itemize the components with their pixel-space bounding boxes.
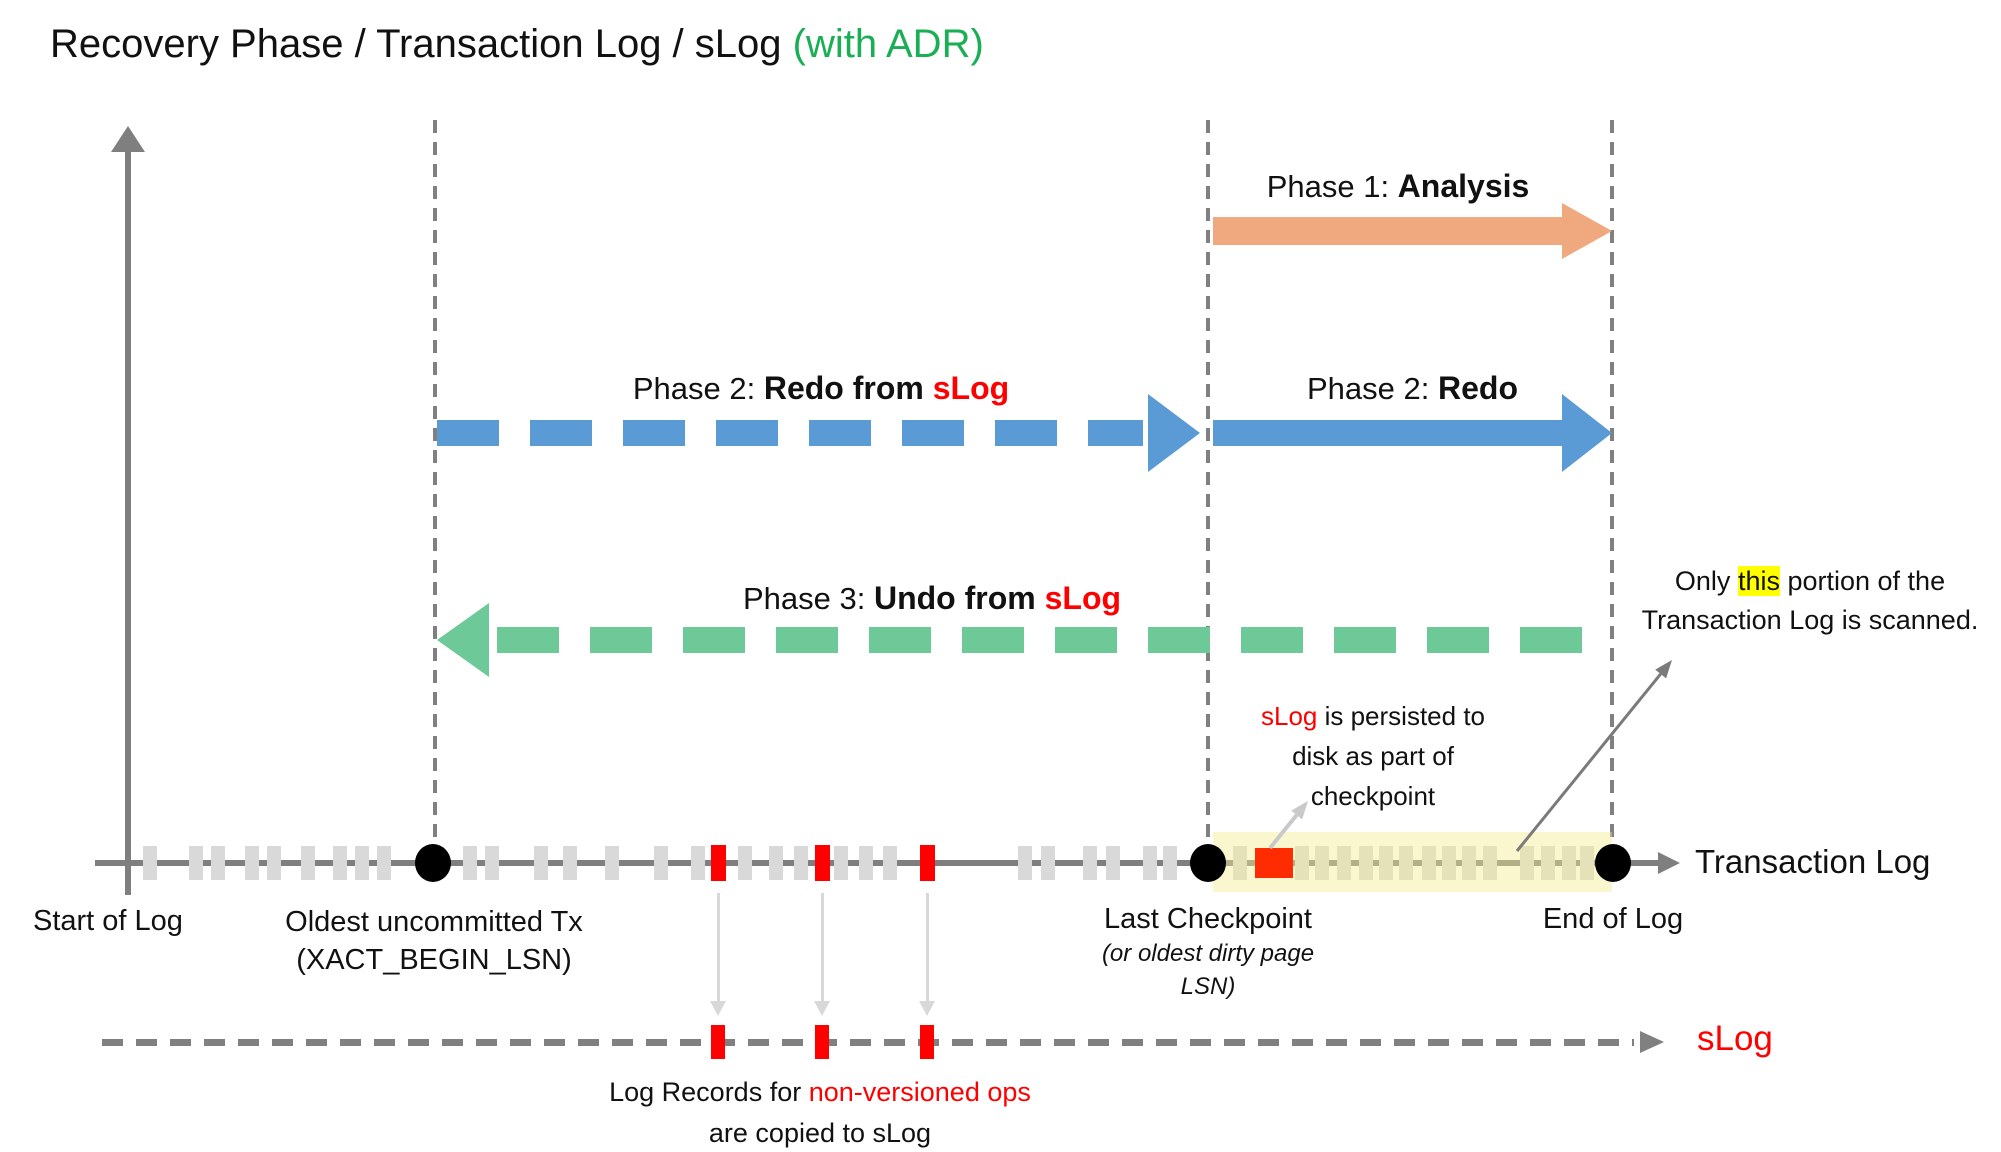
- phase1-label: Phase 1: Analysis: [1266, 168, 1530, 204]
- log-tick: [189, 846, 203, 880]
- start-of-log-label: Start of Log: [33, 905, 183, 937]
- phase3-undo-arrow: [497, 627, 1610, 653]
- log-tick: [769, 846, 783, 880]
- log-tick: [377, 846, 391, 880]
- log-tick: [267, 846, 281, 880]
- log-tick-scanned: [1337, 846, 1351, 880]
- phase2-redo-arrow: [1213, 420, 1562, 446]
- phase2-redo-from-slog-arrowhead-icon: [1148, 394, 1200, 472]
- log-tick-scanned: [1399, 846, 1413, 880]
- log-tick: [794, 846, 808, 880]
- log-tick: [1041, 846, 1055, 880]
- slog-label: sLog: [1697, 1019, 1773, 1058]
- slog-checkpoint-square: [1255, 848, 1293, 878]
- log-tick-scanned: [1422, 846, 1436, 880]
- log-tick-scanned: [1462, 846, 1476, 880]
- transaction-log-arrowhead-icon: [1658, 852, 1680, 874]
- phase3-undo-arrowhead-icon: [437, 603, 489, 677]
- end-of-log-label: End of Log: [1542, 903, 1684, 935]
- log-tick: [1163, 846, 1177, 880]
- slog-axis: [102, 1039, 1634, 1046]
- y-axis: [125, 150, 131, 895]
- non-versioned-op-tick: [814, 845, 830, 881]
- phase2-redo-label: Phase 2: Redo: [1307, 370, 1518, 406]
- log-tick: [738, 846, 752, 880]
- log-tick: [211, 846, 225, 880]
- phase2-redo-from-slog-label: Phase 2: Redo from sLog: [632, 370, 1010, 406]
- title-adr-accent: (with ADR): [792, 22, 984, 66]
- transaction-log-label: Transaction Log: [1695, 843, 1931, 880]
- slog-record-tick: [711, 1025, 725, 1059]
- log-tick-scanned: [1233, 846, 1247, 880]
- slog-record-tick: [920, 1025, 934, 1059]
- log-tick-scanned: [1315, 846, 1329, 880]
- phase2-redo-arrowhead-icon: [1562, 394, 1612, 472]
- copy-down-arrowhead-icon: [710, 1001, 726, 1016]
- log-tick: [355, 846, 369, 880]
- connector-line-0: [1515, 673, 1662, 852]
- copy-to-slog-note: Log Records for non-versioned ops are co…: [609, 1077, 1031, 1148]
- log-tick-scanned: [1562, 846, 1576, 880]
- copy-down-arrowhead-icon: [919, 1001, 935, 1016]
- phase3-undo-label: Phase 3: Undo from sLog: [742, 580, 1122, 616]
- log-tick: [834, 846, 848, 880]
- copy-down-arrow-line: [716, 893, 720, 1003]
- log-tick-scanned: [1295, 846, 1309, 880]
- non-versioned-op-tick: [710, 845, 726, 881]
- log-tick: [245, 846, 259, 880]
- slog-arrowhead-icon: [1640, 1031, 1664, 1053]
- slog-record-tick: [815, 1025, 829, 1059]
- log-tick: [1018, 846, 1032, 880]
- log-tick-scanned: [1359, 846, 1373, 880]
- non-versioned-op-tick: [919, 845, 935, 881]
- log-tick: [1143, 846, 1157, 880]
- log-tick: [1083, 846, 1097, 880]
- phase1-analysis-arrow: [1213, 217, 1562, 245]
- log-tick: [301, 846, 315, 880]
- log-tick: [691, 846, 705, 880]
- y-axis-arrowhead-icon: [111, 126, 145, 152]
- phase2-redo-from-slog-arrow: [437, 420, 1143, 446]
- log-tick: [605, 846, 619, 880]
- phase1-arrowhead-icon: [1562, 203, 1612, 259]
- log-tick-scanned: [1442, 846, 1456, 880]
- log-tick: [1106, 846, 1120, 880]
- copy-down-arrow-line: [925, 893, 929, 1003]
- title-main: Recovery Phase / Transaction Log / sLog: [50, 22, 793, 66]
- log-tick: [333, 846, 347, 880]
- log-position-dot: [1190, 844, 1226, 882]
- log-tick: [485, 846, 499, 880]
- scan-note: Only this portion of the Transaction Log…: [1641, 566, 1979, 635]
- oldest-uncommitted-tx-label: Oldest uncommitted Tx (XACT_BEGIN_LSN): [285, 906, 583, 976]
- log-position-dot: [1595, 844, 1631, 882]
- page-title: Recovery Phase / Transaction Log / sLog …: [50, 22, 984, 67]
- log-tick: [143, 846, 157, 880]
- log-tick-scanned: [1483, 846, 1497, 880]
- copy-down-arrowhead-icon: [814, 1001, 830, 1016]
- log-tick-scanned: [1580, 846, 1594, 880]
- log-tick: [654, 846, 668, 880]
- log-tick: [534, 846, 548, 880]
- guide-oldest-uncommitted-tx: [433, 120, 437, 848]
- connector-arrowhead-icon-0: [1655, 660, 1672, 679]
- log-tick: [883, 846, 897, 880]
- scan-note-highlight: this: [1737, 566, 1780, 596]
- log-tick-scanned: [1520, 846, 1534, 880]
- log-tick: [563, 846, 577, 880]
- log-tick-scanned: [1379, 846, 1393, 880]
- transaction-log-axis: [95, 860, 1662, 866]
- log-position-dot: [415, 844, 451, 882]
- log-tick: [463, 846, 477, 880]
- log-tick-scanned: [1541, 846, 1555, 880]
- guide-end-of-log: [1610, 120, 1614, 848]
- log-tick: [859, 846, 873, 880]
- guide-last-checkpoint: [1206, 120, 1210, 848]
- copy-down-arrow-line: [820, 893, 824, 1003]
- slog-persist-note: sLog is persisted to disk as part of che…: [1260, 701, 1486, 811]
